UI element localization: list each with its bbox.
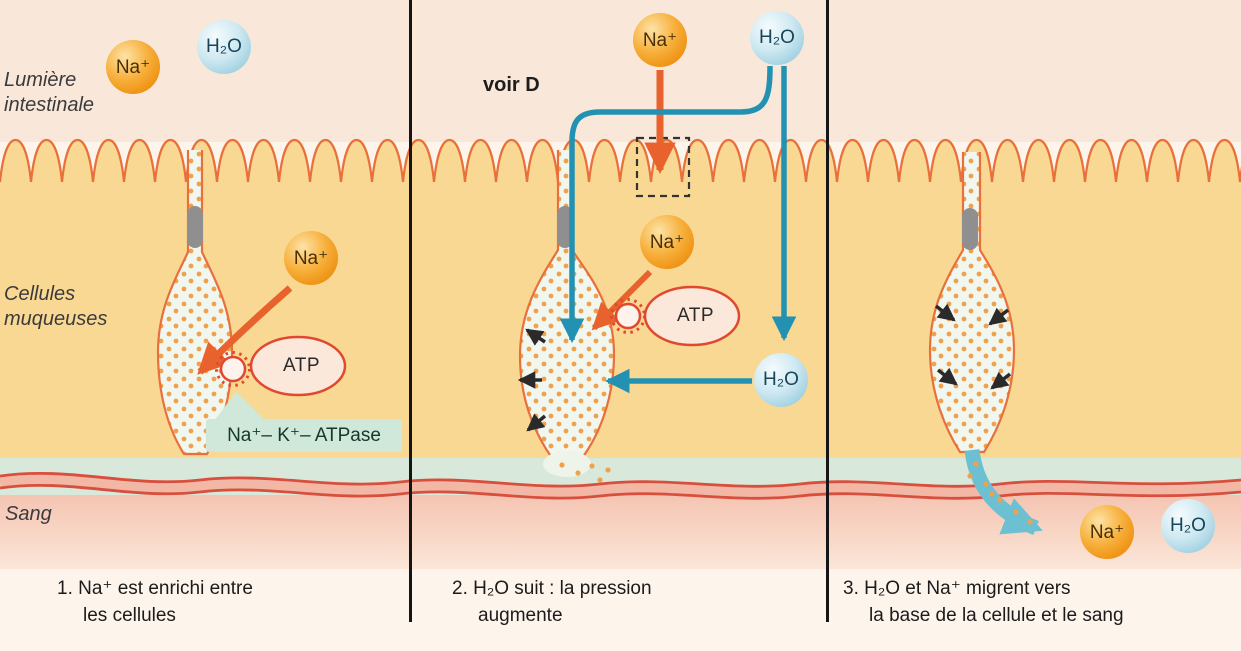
caption-step2-line1: 2. H₂O suit : la pression xyxy=(452,578,652,599)
atp-pump-2 xyxy=(610,285,741,347)
villi-border xyxy=(0,138,1241,190)
caption-step1-line1: 1. Na⁺ est enrichi entre xyxy=(57,578,253,599)
tight-junction-3 xyxy=(962,208,978,250)
mucosa-cells-label-line2: muqueuses xyxy=(4,308,108,330)
lumen-label-line1: Lumière xyxy=(4,69,77,91)
panel-divider-1 xyxy=(409,0,412,622)
molecule-label: H₂O xyxy=(763,369,799,390)
caption-step3-line2: la base de la cellule et le sang xyxy=(869,604,1124,626)
sodium-molecule: Na⁺ xyxy=(640,215,694,269)
panel-divider-2 xyxy=(826,0,829,622)
migration-arrows xyxy=(934,303,1012,390)
molecule-label: Na⁺ xyxy=(642,29,678,51)
caption-step2-line2: augmente xyxy=(478,604,563,626)
molecule-label: H₂O xyxy=(206,36,242,57)
pressure-arrows xyxy=(517,328,547,432)
molecule-label: Na⁺ xyxy=(1089,521,1125,543)
sodium-molecule: Na⁺ xyxy=(284,231,338,285)
caption-step3: 3. H₂O et Na⁺ migrent vers la base de la… xyxy=(843,576,1124,629)
sodium-molecule: Na⁺ xyxy=(1080,505,1134,559)
sodium-arrow-1 xyxy=(197,285,293,375)
water-molecule: H₂O xyxy=(1161,499,1215,553)
caption-step1: 1. Na⁺ est enrichi entre les cellules xyxy=(57,576,253,629)
sodium-molecule: Na⁺ xyxy=(106,40,160,94)
caption-step3-line1: 3. H₂O et Na⁺ migrent vers xyxy=(843,578,1071,599)
leaking-dots-panel3 xyxy=(967,461,1033,525)
molecule-label: H₂O xyxy=(1170,515,1206,536)
atp-pump-1 xyxy=(215,335,347,397)
mucosa-cells-label: Cellules muqueuses xyxy=(4,282,107,332)
water-molecule: H₂O xyxy=(197,20,251,74)
atpase-pointer xyxy=(214,392,266,421)
atp-label-1: ATP xyxy=(283,355,321,376)
flow-arrow-to-blood xyxy=(964,448,1043,535)
blood-label: Sang xyxy=(5,503,52,525)
see-d-label: voir D xyxy=(483,74,540,96)
molecule-label: Na⁺ xyxy=(293,247,329,269)
water-path-curved xyxy=(559,65,773,344)
tight-junction-1 xyxy=(187,206,203,248)
molecule-label: H₂O xyxy=(759,27,795,48)
tight-junction-2 xyxy=(557,206,573,248)
water-molecule: H₂O xyxy=(754,353,808,407)
lumen-label-line2: intestinale xyxy=(4,94,95,116)
atp-label-2: ATP xyxy=(677,305,715,326)
lumen-label: Lumière intestinale xyxy=(4,68,94,118)
water-molecule: H₂O xyxy=(750,11,804,65)
blood-region xyxy=(0,495,1241,569)
atpase-label-box: Na⁺– K⁺– ATPase xyxy=(206,419,402,452)
sodium-molecule: Na⁺ xyxy=(633,13,687,67)
molecule-label: Na⁺ xyxy=(115,56,151,78)
caption-step2: 2. H₂O suit : la pression augmente xyxy=(452,576,652,629)
intercellular-space-1 xyxy=(156,150,234,456)
molecule-label: Na⁺ xyxy=(649,231,685,253)
mucosa-cells-label-line1: Cellules xyxy=(4,283,76,305)
caption-step1-line2: les cellules xyxy=(83,604,176,626)
lumen-region xyxy=(0,0,1241,142)
